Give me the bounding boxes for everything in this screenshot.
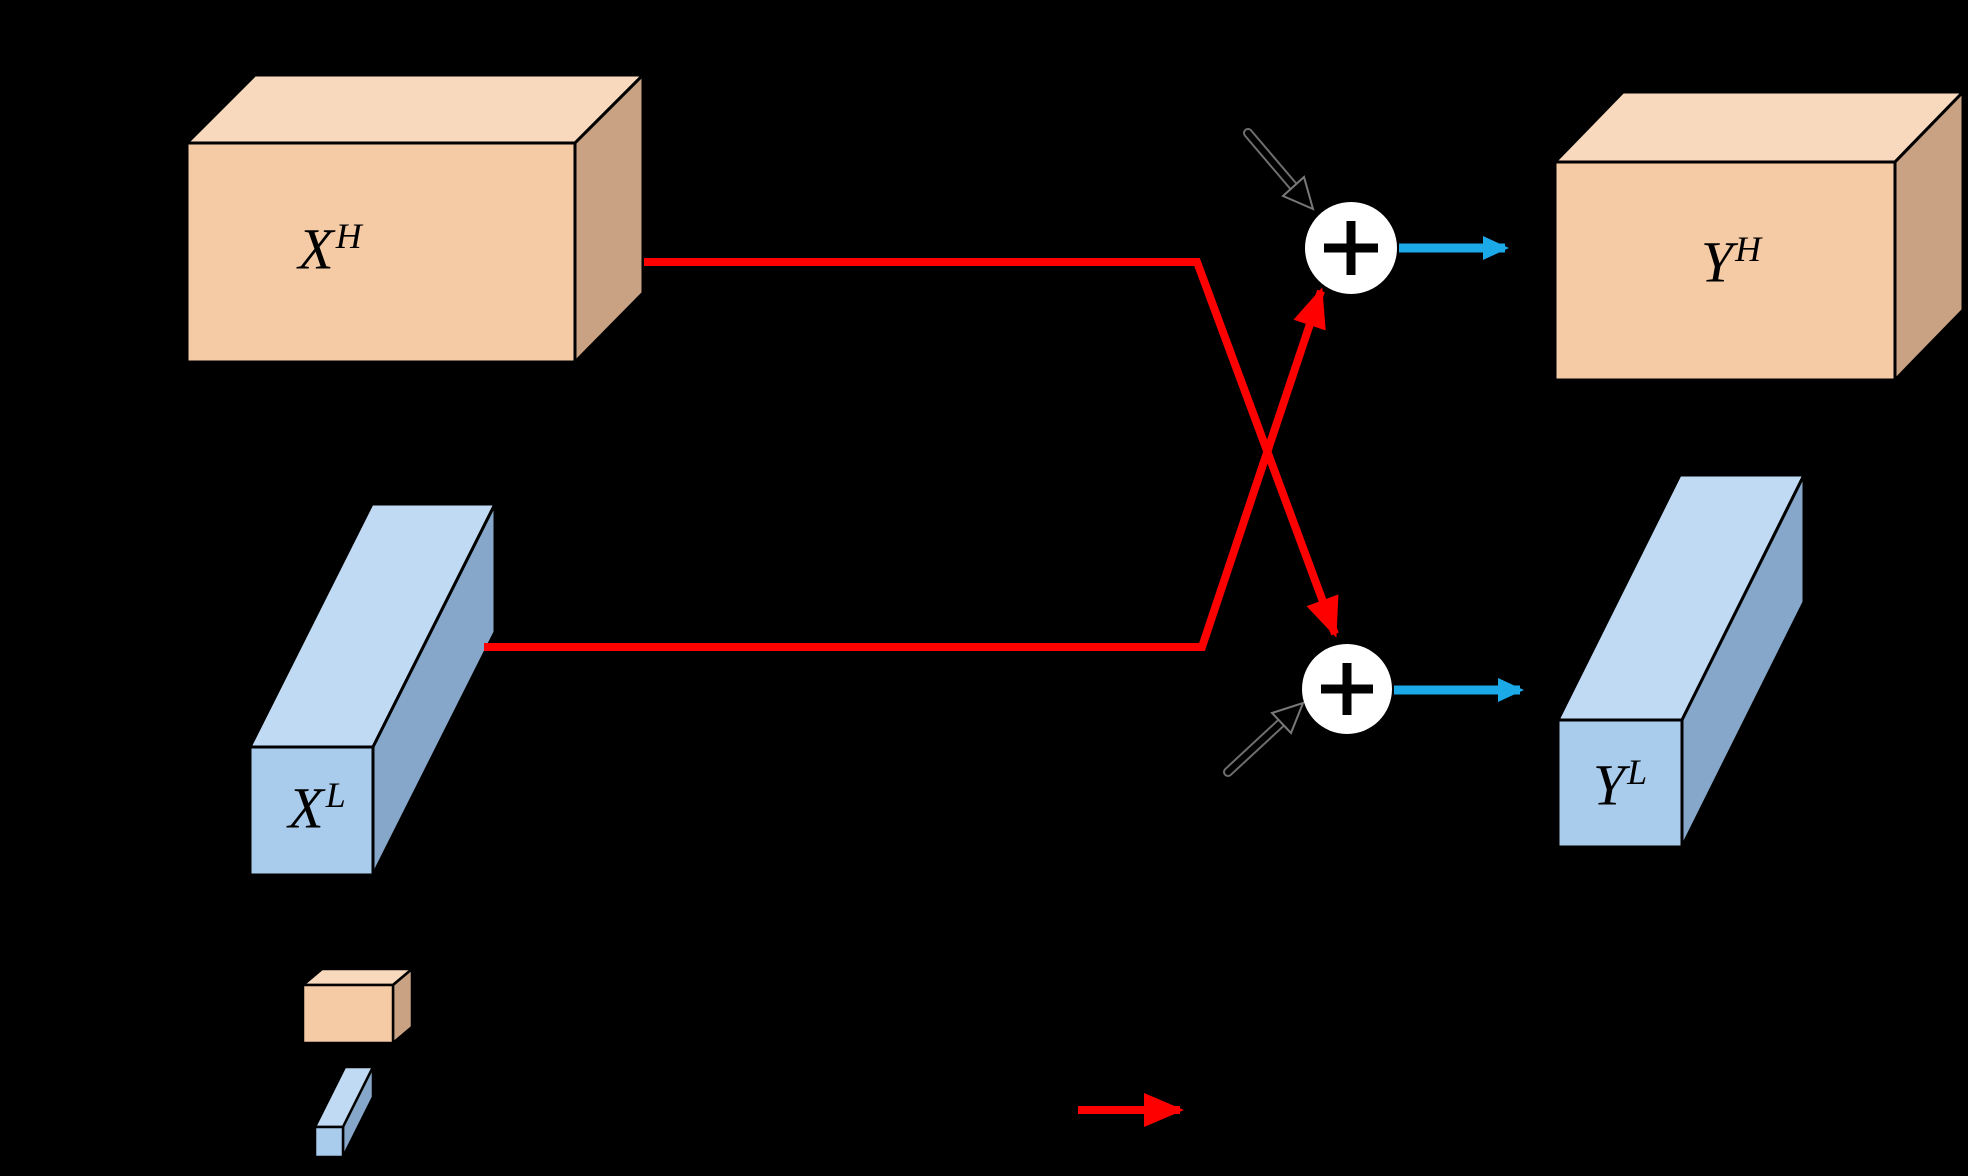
- red-path-low-to-high-arrow: [484, 287, 1326, 651]
- legend-peach-front-face: [301, 983, 395, 1045]
- x-high-label-sup: H: [335, 216, 362, 257]
- y-high-label-sup: H: [1735, 229, 1762, 270]
- black-arrow-shaft: [1225, 718, 1286, 775]
- x-high-top-face: [185, 73, 645, 145]
- plus-icon: [1321, 663, 1373, 715]
- y-high-label-base: Y: [1700, 229, 1734, 295]
- plus-icon: [1324, 221, 1378, 275]
- x-high-label: XH: [298, 216, 362, 282]
- x-low-label-base: X: [288, 775, 324, 841]
- black-arrow-shaft: [1245, 130, 1297, 190]
- legend-low-frequency-swatch: [313, 1065, 375, 1159]
- y-high-front-face: [1553, 160, 1897, 382]
- y-high-tensor: [1553, 90, 1965, 382]
- y-high-top-face: [1553, 90, 1965, 164]
- y-low-tensor: [1556, 473, 1806, 849]
- x-high-front-face: [185, 141, 577, 364]
- y-low-label-base: Y: [1592, 752, 1626, 818]
- red-path-high-to-low-arrow: [644, 258, 1339, 638]
- y-high-label: YH: [1700, 229, 1762, 295]
- black-arrow-into-top-plus: [1243, 128, 1315, 211]
- x-low-label-sup: L: [325, 775, 346, 816]
- y-low-label-sup: L: [1627, 752, 1648, 793]
- plus-node-low: [1302, 644, 1392, 734]
- x-high-tensor: [185, 73, 645, 364]
- x-low-tensor: [248, 502, 497, 877]
- black-arrowhead-icon: [1270, 701, 1305, 735]
- legend-blue-front-face: [313, 1125, 345, 1159]
- y-low-front-face: [1556, 718, 1684, 849]
- black-arrowhead-icon: [1281, 175, 1315, 211]
- x-low-label: XL: [288, 775, 346, 841]
- x-high-label-base: X: [298, 216, 334, 282]
- black-arrow-into-bottom-plus: [1223, 701, 1305, 777]
- y-low-label: YL: [1592, 752, 1648, 818]
- legend-high-frequency-swatch: [301, 967, 414, 1045]
- plus-node-high: [1305, 202, 1397, 294]
- x-low-front-face: [248, 745, 375, 877]
